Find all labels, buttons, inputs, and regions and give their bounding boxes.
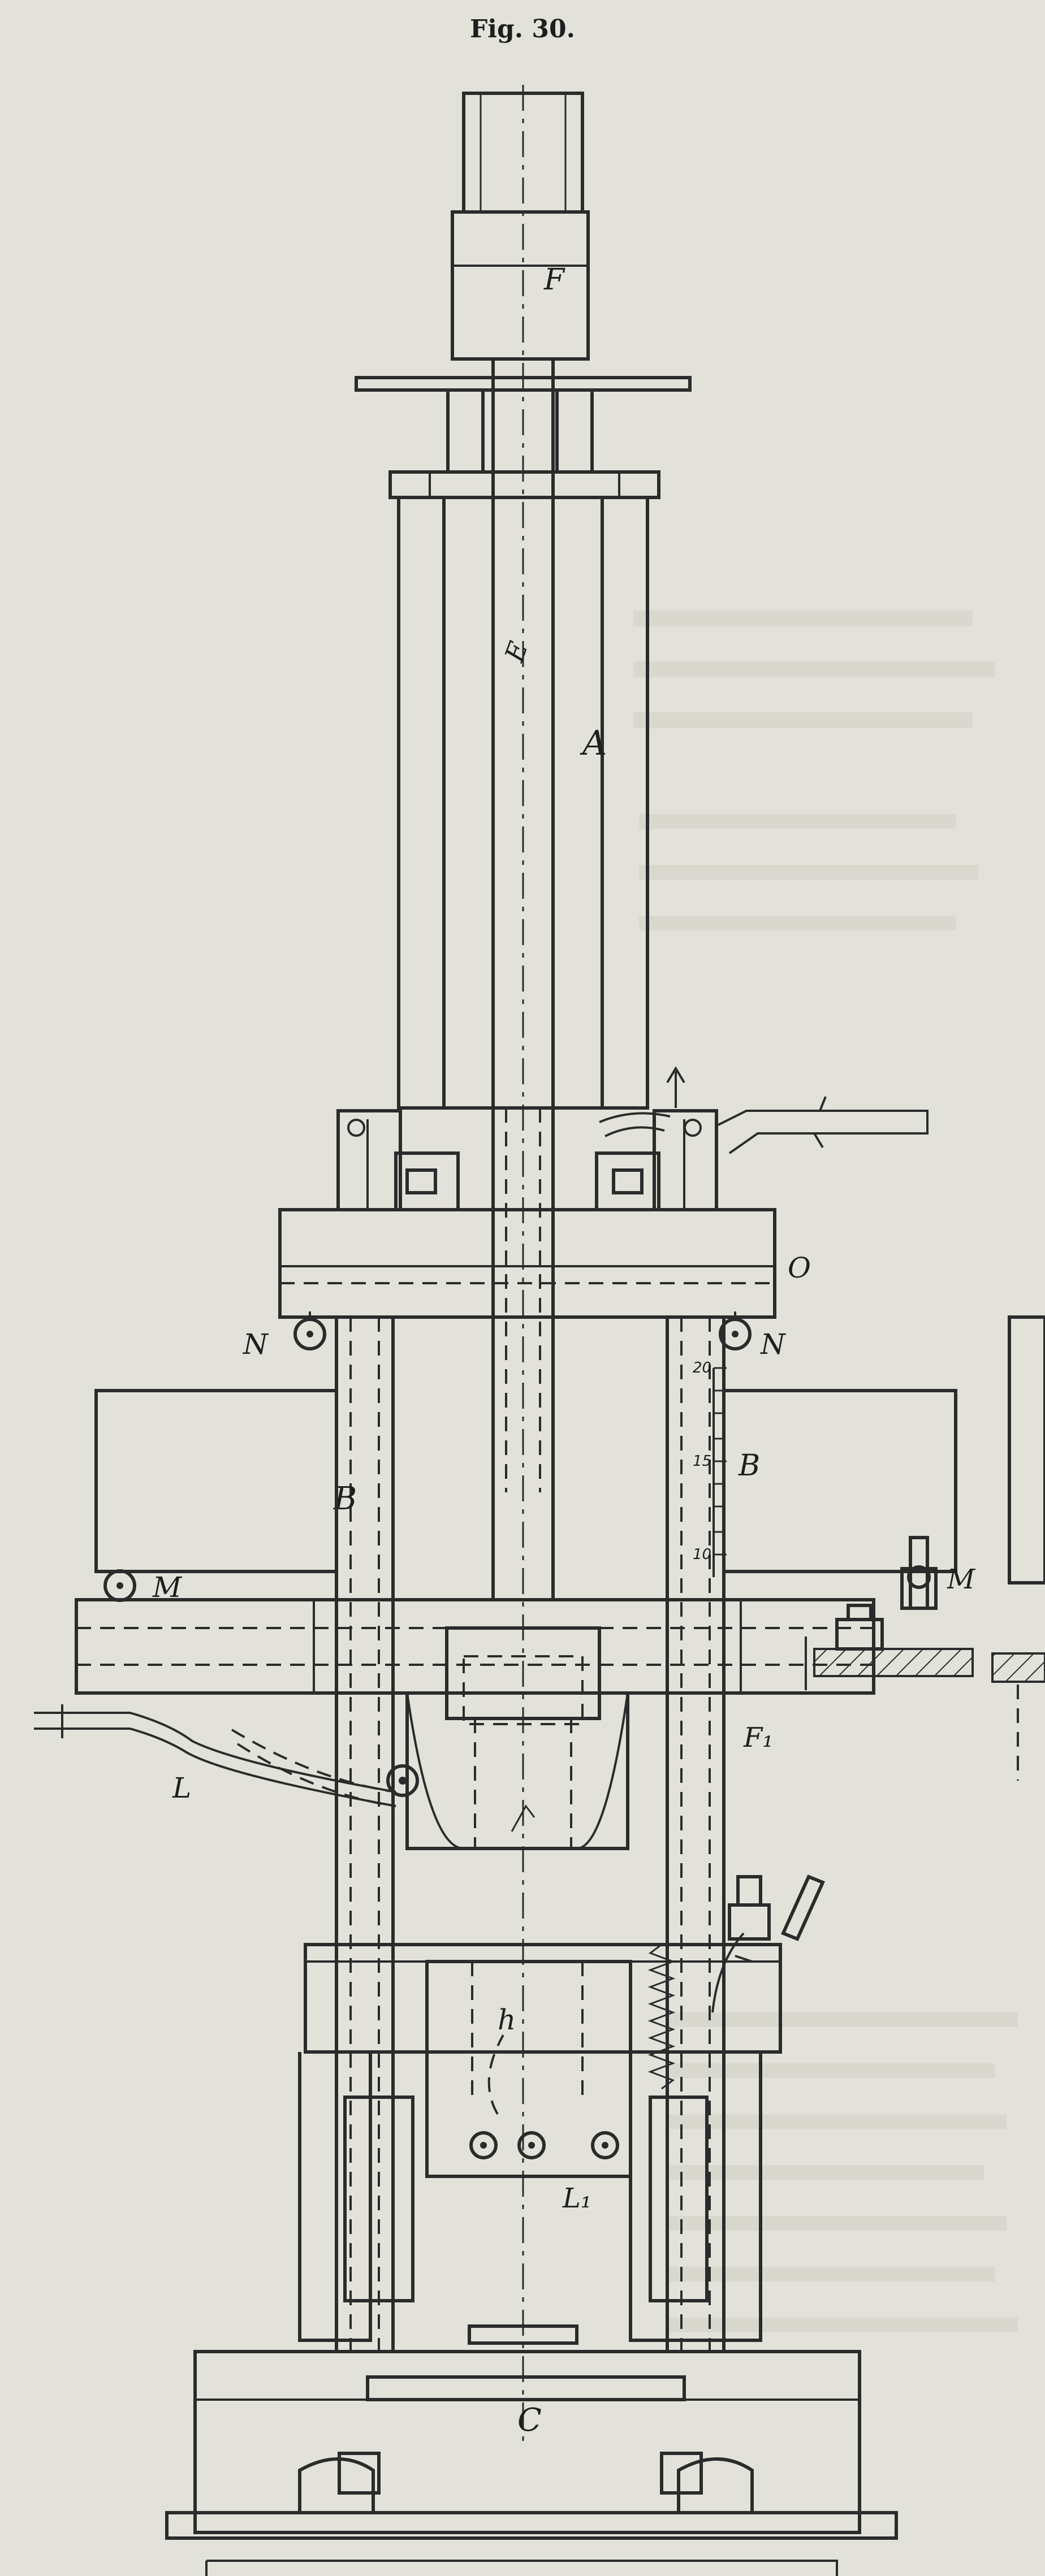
- base-legs: [298, 2052, 762, 2345]
- label-f: F: [543, 263, 565, 297]
- label-n-right: N: [760, 1328, 787, 1361]
- label-e: E: [499, 638, 534, 666]
- outlet-pipe: [599, 1066, 929, 1154]
- pulley-left: [293, 1311, 326, 1350]
- label-h: h: [498, 2003, 516, 2036]
- label-b-right: B: [738, 1449, 760, 1483]
- label-l1: L₁: [562, 2183, 591, 2214]
- label-m-right: M: [947, 1564, 976, 1595]
- adjacent-column-stub: [991, 1315, 1045, 1781]
- label-c: C: [517, 2402, 542, 2439]
- pressure-gauge: [711, 1874, 826, 2013]
- main-beam: [75, 1598, 875, 1695]
- lower-housing: [304, 1943, 782, 2178]
- label-m-left: M: [152, 1571, 183, 1604]
- label-a: A: [580, 724, 607, 763]
- label-n-left: N: [243, 1328, 269, 1361]
- roller-left: [102, 1569, 139, 1602]
- top-cap-f: [451, 92, 590, 361]
- counterweight-box-left: [94, 1389, 338, 1573]
- foundation-c: [165, 2350, 898, 2576]
- figure-caption: Fig. 30.: [470, 15, 575, 44]
- crosshead-o: [278, 1109, 776, 1319]
- scale-tick-10: 10: [693, 1546, 711, 1563]
- label-f1: F₁: [743, 1722, 774, 1754]
- counterweight-box-right: [722, 1389, 957, 1573]
- upper-spacer-posts: [446, 388, 594, 474]
- right-bearing-stand: [805, 1536, 974, 1690]
- pulley-right: [719, 1311, 752, 1350]
- lever-l: [34, 1704, 419, 1807]
- label-o: O: [788, 1252, 811, 1284]
- show-through-ghost: [633, 611, 1018, 2332]
- scale-tick-20: 20: [693, 1360, 711, 1376]
- right-spring: [647, 1943, 676, 2090]
- guide-column-right: [666, 1315, 726, 2353]
- label-l: L: [172, 1772, 191, 1804]
- center-boss: [405, 1626, 629, 1850]
- scale-tick-15: 15: [693, 1453, 711, 1470]
